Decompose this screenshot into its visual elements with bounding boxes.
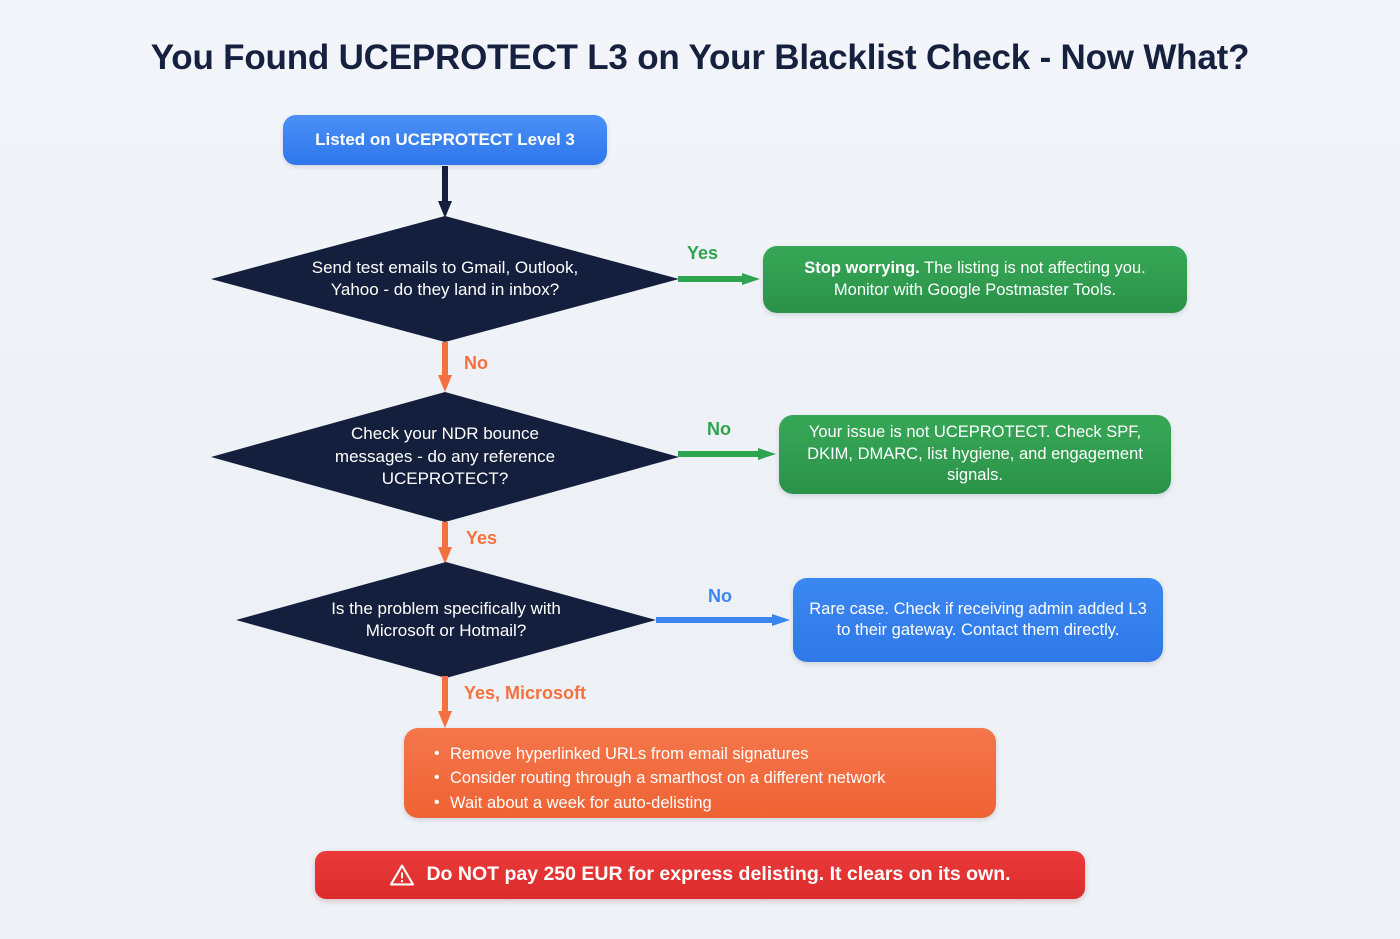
edge-label-d1-yes: Yes — [687, 243, 719, 263]
outcome1-lead: Stop worrying. — [804, 259, 920, 278]
node-decision1-label: Send test emails to Gmail, Outlook, Yaho… — [211, 216, 679, 342]
warning-text: Do NOT pay 250 EUR for express delisting… — [426, 863, 1011, 886]
node-decision2-label: Check your NDR bounce messages - do any … — [211, 392, 679, 522]
edge-stem — [678, 451, 758, 457]
arrow-head-icon — [438, 375, 452, 392]
decision1-line1: Send test emails to Gmail, Outlook, — [311, 257, 579, 277]
arrow-head-icon — [758, 448, 776, 460]
edge-stem — [678, 276, 742, 282]
edge-label-d1-no: No — [464, 353, 488, 373]
remediation-list: Remove hyperlinked URLs from email signa… — [404, 742, 996, 815]
decision1-line2: Yahoo - do they land in inbox? — [330, 280, 560, 299]
decision2-line1: Check your NDR bounce — [350, 424, 539, 444]
outcome1-body: The listing is not affecting you. Monito… — [833, 259, 1146, 299]
node-decision-inbox-test: Send test emails to Gmail, Outlook, Yaho… — [211, 216, 679, 342]
arrow-head-icon — [438, 201, 452, 218]
node-start-listed: Listed on UCEPROTECT Level 3 — [283, 115, 607, 165]
edge-stem — [442, 166, 448, 201]
edge-label-d2-no: No — [707, 419, 731, 439]
edge-decision1-yes — [678, 273, 760, 285]
node-outcome-stop-worrying: Stop worrying. The listing is not affect… — [763, 246, 1187, 313]
node-decision-ndr-bounce: Check your NDR bounce messages - do any … — [211, 392, 679, 522]
decision3-line1: Is the problem specifically with — [331, 598, 561, 618]
edge-label-d3-no: No — [708, 586, 732, 606]
arrow-head-icon — [772, 614, 790, 626]
edge-start-to-decision1 — [438, 166, 452, 218]
list-item: Wait about a week for auto-delisting — [434, 791, 978, 815]
arrow-head-icon — [438, 711, 452, 728]
outcome3-body: Rare case. Check if receiving admin adde… — [809, 599, 1147, 639]
warning-banner: Do NOT pay 250 EUR for express delisting… — [315, 851, 1085, 899]
edge-label-d2-yes: Yes — [466, 528, 498, 548]
page-title: You Found UCEPROTECT L3 on Your Blacklis… — [150, 38, 1250, 77]
list-item: Remove hyperlinked URLs from email signa… — [434, 742, 978, 766]
edge-decision3-yes — [438, 676, 452, 728]
node-decision3-label: Is the problem specifically with Microso… — [236, 562, 656, 678]
outcome2-body: Your issue is not UCEPROTECT. Check SPF,… — [807, 423, 1143, 485]
edge-decision2-no — [678, 448, 776, 460]
node-action-remediation: Remove hyperlinked URLs from email signa… — [404, 728, 996, 818]
edge-stem — [442, 522, 448, 547]
arrow-head-icon — [742, 273, 760, 285]
edge-decision1-no — [438, 342, 452, 392]
decision2-line2: messages - do any reference — [334, 446, 556, 466]
list-item: Consider routing through a smarthost on … — [434, 766, 978, 790]
warning-triangle-icon — [389, 863, 415, 887]
decision2-line3: UCEPROTECT? — [381, 469, 509, 489]
edge-stem — [442, 342, 448, 375]
node-start-label: Listed on UCEPROTECT Level 3 — [315, 129, 575, 149]
edge-stem — [442, 676, 448, 711]
node-outcome-rare-case: Rare case. Check if receiving admin adde… — [793, 578, 1163, 662]
edge-stem — [656, 617, 772, 623]
edge-label-d3-yes: Yes, Microsoft — [464, 683, 587, 703]
decision3-line2: Microsoft or Hotmail? — [365, 621, 527, 640]
node-outcome-not-uceprotect: Your issue is not UCEPROTECT. Check SPF,… — [779, 415, 1171, 494]
edge-decision2-yes — [438, 522, 452, 564]
edge-decision3-no — [656, 614, 790, 626]
node-decision-microsoft-hotmail: Is the problem specifically with Microso… — [236, 562, 656, 678]
arrow-head-icon — [438, 547, 452, 564]
